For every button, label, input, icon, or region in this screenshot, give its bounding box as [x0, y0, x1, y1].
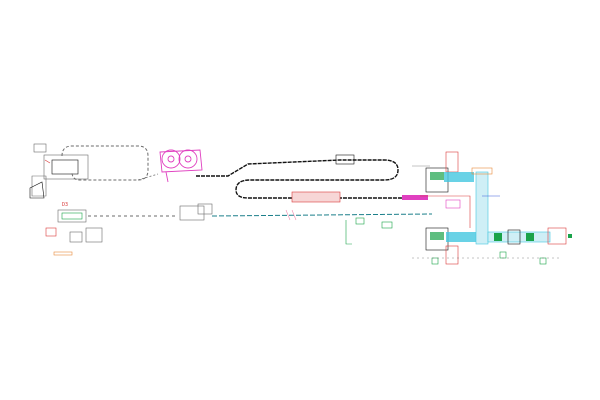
lower-machine-head: [197, 203, 213, 215]
green-station-a: [494, 233, 502, 241]
rotary-feed: [165, 171, 169, 183]
magenta-rotary-unit: [159, 149, 203, 183]
green-station-c: [526, 233, 534, 241]
feeder-inner: [61, 212, 83, 220]
teal-conveyor: [211, 213, 433, 217]
cabinet-b: [85, 227, 103, 243]
lower-machine-body: [179, 205, 205, 221]
green-marker-right: [539, 257, 547, 265]
end-station: [547, 227, 567, 245]
station-tick: [44, 159, 51, 164]
top-left-station: [29, 143, 89, 199]
inline-machine-a: [335, 154, 355, 165]
spine-cap: [471, 167, 493, 175]
station-inner: [51, 159, 79, 175]
lower-tower: [445, 245, 459, 265]
rotary-disc-left: [161, 149, 181, 169]
green-box-a: [355, 217, 365, 225]
upper-cell-green: [430, 172, 444, 180]
right-process-block: [420, 151, 572, 265]
cyan-transfer-lower: [446, 232, 476, 242]
horizontal-line: [487, 231, 551, 243]
lower-cell-green: [430, 232, 444, 240]
cyan-transfer-upper: [444, 172, 474, 182]
rotary-disc-right: [178, 149, 198, 169]
pink-tick-b: [291, 209, 297, 221]
serpentine-conveyor: [196, 159, 420, 199]
rotary-hub-left: [167, 155, 175, 163]
green-marker-low: [431, 257, 439, 265]
magenta-segment: [402, 195, 428, 200]
mid-annotations: [285, 209, 393, 245]
green-marker-mid: [499, 251, 507, 259]
station-body: [43, 154, 89, 180]
rotary-hub-right: [184, 155, 192, 163]
pink-tick-a: [285, 209, 291, 221]
red-frame: [420, 195, 471, 228]
station-wedge: [29, 181, 45, 199]
feeder-frame: [57, 209, 87, 223]
conveyor-branch: [137, 173, 159, 181]
green-bracket: [345, 220, 352, 245]
green-box-b: [381, 221, 393, 229]
green-station-b: [507, 229, 521, 245]
conveyor-loop-upper-left: [61, 145, 149, 181]
inline-machine-b: [291, 191, 341, 203]
magenta-pad: [445, 199, 461, 209]
station-base: [31, 175, 47, 197]
lower-left-machines: D3: [45, 202, 103, 256]
base-plate: [53, 251, 73, 256]
left-tag-label: D3: [62, 202, 68, 208]
control-box: [45, 227, 57, 237]
lower-machine: [179, 203, 213, 221]
station-frame: [33, 143, 47, 153]
vertical-spine: [475, 171, 489, 245]
end-marker: [568, 234, 572, 238]
rotary-frame: [159, 149, 203, 173]
cabinet-a: [69, 231, 83, 243]
